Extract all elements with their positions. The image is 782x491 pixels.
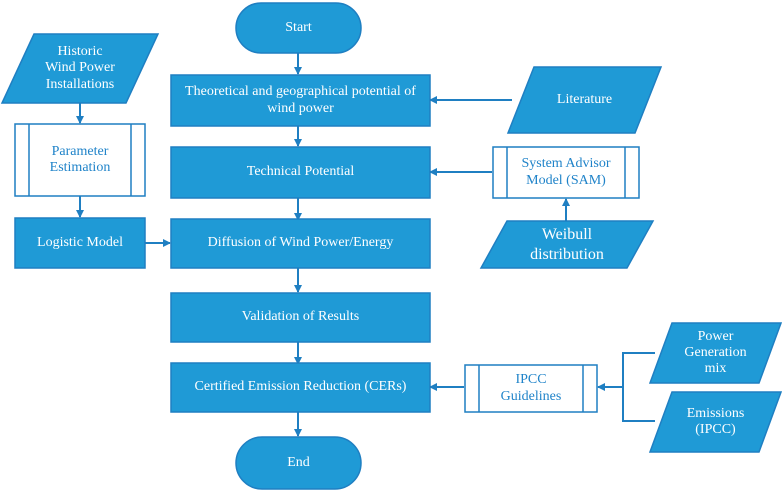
- diffusion-box: [170, 218, 431, 269]
- cer-box: [170, 362, 431, 413]
- logistic-model-label: Logistic Model: [37, 234, 123, 250]
- technical-potential-label: Technical Potential: [246, 164, 355, 180]
- validation-label: Validation of Results: [241, 309, 360, 325]
- logistic-model-box: [14, 217, 146, 269]
- diffusion-label: Diffusion of Wind Power/Energy: [207, 235, 394, 251]
- start-label: Start: [285, 19, 312, 35]
- end-terminator: [235, 436, 362, 490]
- parameter-estimation-label: Parameter Estimation: [49, 143, 111, 175]
- cer-label: Certified Emission Reduction (CERs): [194, 379, 407, 395]
- literature-data-shape: [506, 66, 663, 134]
- parameter-estimation-subprocess: [14, 123, 146, 197]
- end-label: End: [287, 454, 310, 470]
- weibull-label: Weibull distribution: [530, 226, 604, 263]
- emissions-data-shape: [648, 391, 782, 453]
- ipcc-guidelines-subprocess: [464, 364, 598, 413]
- emissions-label: Emissions (IPCC): [686, 405, 745, 437]
- sam-label: System Advisor Model (SAM): [521, 156, 611, 188]
- weibull-data-shape: [479, 220, 655, 269]
- power-generation-mix-data-shape: [648, 322, 782, 384]
- historic-installations-label: Historic Wind Power Installations: [45, 44, 115, 92]
- sam-subprocess: [492, 146, 640, 199]
- connectors: [76, 53, 655, 437]
- validation-box: [170, 292, 431, 343]
- technical-potential-box: [170, 146, 431, 199]
- historic-installations-data-shape: [0, 33, 160, 104]
- theoretical-potential-box: [170, 74, 431, 127]
- literature-label: Literature: [556, 91, 613, 107]
- ipcc-guidelines-label: IPCC Guidelines: [500, 372, 562, 404]
- start-terminator: [235, 2, 362, 54]
- power-generation-mix-label: Power Generation mix: [684, 328, 747, 377]
- connector-bracket-sources: [622, 352, 655, 422]
- theoretical-potential-label: Theoretical and geographical potential o…: [185, 84, 416, 116]
